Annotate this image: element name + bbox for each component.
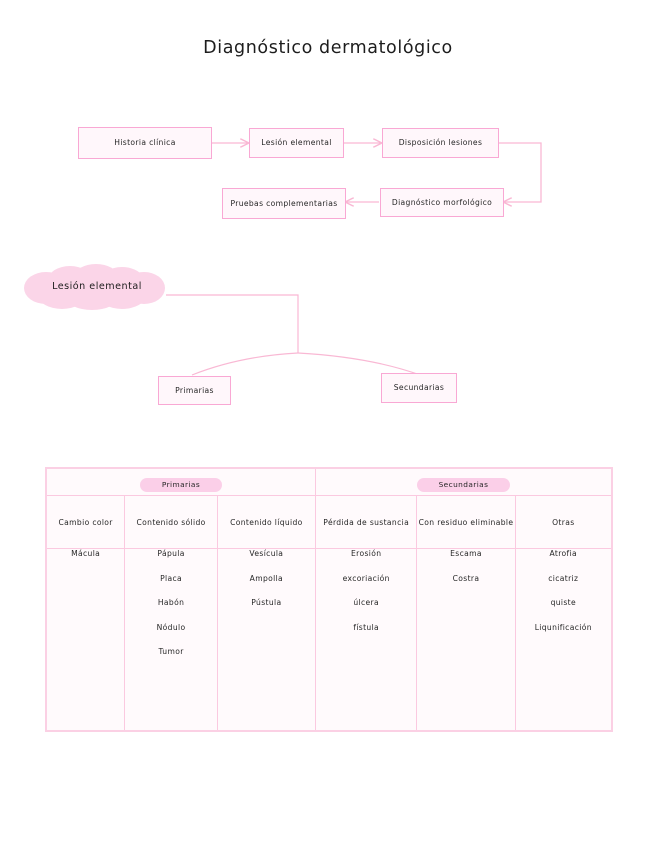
table-col-header-otras: Otras	[514, 495, 611, 549]
table-cell-item: fístula	[353, 622, 380, 632]
branch-node-label: Primarias	[175, 385, 214, 395]
table-col-header-perdida-sustancia: Pérdida de sustancia	[314, 495, 418, 549]
table-cell-item: Ampolla	[249, 573, 284, 583]
table-group-primarias: Primarias	[47, 469, 316, 496]
table-cell-item: Tumor	[158, 647, 184, 656]
table-cell-item: Liqunificación	[534, 622, 592, 632]
flow-node-label: Historia clínica	[114, 138, 176, 148]
branch-connectors	[166, 294, 421, 376]
branch-node-secundarias[interactable]: Secundarias	[381, 373, 457, 403]
flow-node-diagnostico-morfologico[interactable]: Diagnóstico morfológico	[380, 188, 504, 217]
flow-node-label: Disposición lesiones	[398, 138, 483, 148]
group-pill-label: Secundarias	[416, 477, 511, 492]
table-cell-item: quiste	[550, 598, 577, 607]
flow-node-pruebas-complementarias[interactable]: Pruebas complementarias	[222, 188, 346, 219]
branch-node-label: Secundarias	[393, 383, 445, 393]
flow-node-label: Diagnóstico morfológico	[391, 197, 493, 207]
table-cell-item: cicatriz	[548, 573, 579, 583]
table-cell-item: Erosión	[351, 549, 382, 558]
table-cell-item: Pústula	[251, 598, 282, 607]
table-column-header-row: Cambio color Contenido sólido Contenido …	[47, 495, 611, 549]
table-group-header-row: Primarias Secundarias	[47, 469, 611, 496]
table-col-header-contenido-liquido: Contenido líquido	[216, 495, 316, 549]
table-cell-cambio-color: Mácula	[47, 548, 126, 730]
table-cell-item: Nódulo	[156, 622, 186, 632]
flow-node-disposicion-lesiones[interactable]: Disposición lesiones	[382, 128, 499, 158]
flow-node-label: Lesión elemental	[261, 138, 332, 148]
flow-node-label: Pruebas complementarias	[230, 198, 338, 208]
table-cell-item: Habón	[157, 598, 185, 607]
table-col-header-cambio-color: Cambio color	[47, 495, 126, 549]
table-cell-item: Costra	[452, 573, 480, 583]
branch-node-primarias[interactable]: Primarias	[158, 376, 231, 405]
flow-node-historia-clinica[interactable]: Historia clínica	[78, 127, 212, 159]
table-cell-item: Placa	[160, 573, 183, 583]
page-title: Diagnóstico dermatológico	[203, 38, 453, 58]
table-cell-item: Mácula	[71, 549, 101, 558]
table-cell-item: Atrofia	[549, 549, 578, 558]
table-col-header-con-residuo-eliminable: Con residuo eliminable	[416, 495, 516, 549]
table-cell-perdida-sustancia: Erosión excoriación úlcera fístula	[314, 548, 418, 730]
table-cell-item: úlcera	[353, 598, 380, 607]
table-cell-item: Vesícula	[249, 549, 284, 558]
table-group-secundarias: Secundarias	[314, 469, 611, 496]
table-cell-item: excoriación	[342, 573, 390, 583]
flow-node-lesion-elemental[interactable]: Lesión elemental	[249, 128, 344, 158]
cloud-label: Lesión elemental	[52, 280, 142, 292]
table-cell-item: Pápula	[157, 549, 185, 558]
cloud-shape-icon	[24, 264, 165, 310]
group-pill-label: Primarias	[139, 477, 223, 492]
table-cell-item: Escama	[450, 549, 482, 558]
lesion-classification-table: Primarias Secundarias Cambio color Conte…	[45, 467, 613, 732]
table-col-header-contenido-solido: Contenido sólido	[124, 495, 218, 549]
